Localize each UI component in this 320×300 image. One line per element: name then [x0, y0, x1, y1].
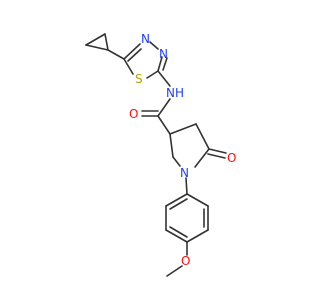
pyrrolidinone-ring [169, 123, 210, 168]
cyclopropyl-ring [85, 33, 109, 51]
methoxyphenyl-ring [165, 193, 209, 243]
bond-cyclopropyl-thiadiazole [107, 49, 125, 60]
atom-o-amide: O [129, 107, 138, 121]
atom-n-thiadiazole-right: N [159, 47, 168, 61]
atom-o-lactam: O [227, 151, 236, 165]
structure-drawing: N N S N H O N O O [85, 32, 236, 277]
atom-o-methoxy: O [181, 254, 190, 268]
atom-n-thiadiazole-top: N [141, 32, 150, 46]
bond-lactam-o-double-1 [208, 148, 227, 154]
bond-carbonyl-ring [157, 115, 171, 135]
bond-o-methyl [166, 265, 183, 277]
atom-s-thiadiazole: S [135, 72, 143, 86]
bond-thiadiazole-nh [157, 70, 171, 87]
atom-n-pyrrolidinone: N [180, 166, 189, 180]
molecule-diagram: N N S N H O N O O [85, 32, 236, 277]
atom-h-amide: H [175, 86, 184, 100]
bond-n-phenyl [185, 177, 188, 195]
thiadiazole-ring [123, 41, 168, 79]
atom-n-amide: N [166, 86, 175, 100]
bond-lactam-o-double-2 [207, 153, 226, 159]
bond-nh-carbonyl [157, 98, 171, 117]
